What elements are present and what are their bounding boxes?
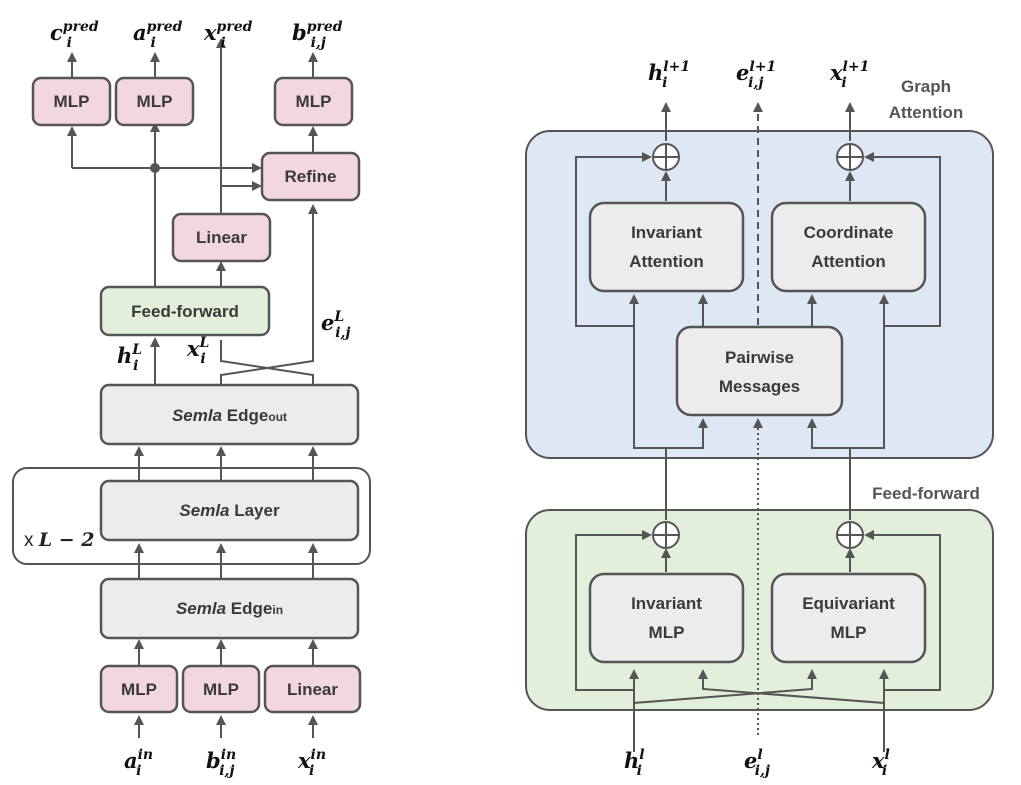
- mlp-a-in-label: MLP: [121, 680, 157, 699]
- repeat-label: x L − 2: [24, 529, 95, 551]
- semla-layer-label: Semla Layer: [179, 501, 280, 520]
- mlp-a-label: MLP: [137, 92, 173, 111]
- semla-edge-in-box: [99, 577, 360, 640]
- mlp-a-in-box: [99, 664, 179, 714]
- invariant-attention-box: [588, 201, 745, 293]
- equivariant-mlp-label-2: MLP: [831, 623, 867, 642]
- mlp-c-label: MLP: [54, 92, 90, 111]
- junction-dot: [150, 163, 160, 173]
- plus-node-ff-right: [836, 521, 864, 549]
- semla-edge-in-label: Semla Edgein: [176, 599, 283, 618]
- repeat-frame: [12, 467, 371, 565]
- mlp-b-label: MLP: [296, 92, 332, 111]
- semla-edge-out-box: [99, 383, 360, 446]
- linear-in-box: [263, 664, 362, 714]
- pairwise-messages-label-2: Messages: [719, 377, 800, 396]
- left-edges: [67, 38, 318, 738]
- left-diagram: x L − 2: [12, 19, 371, 779]
- invariant-attention-label: Invariant: [631, 223, 702, 242]
- invariant-mlp-label-2: MLP: [649, 623, 685, 642]
- feed-forward-label: Feed-forward: [131, 302, 239, 321]
- invariant-mlp-label: Invariant: [631, 594, 702, 613]
- graph-attention-title-2: Attention: [889, 103, 964, 122]
- semla-layer-box: [99, 479, 360, 542]
- coordinate-attention-label-2: Attention: [811, 252, 886, 271]
- feed-forward-title: Feed-forward: [872, 484, 980, 503]
- mlp-b-in-box: [181, 664, 261, 714]
- coordinate-attention-box: [770, 201, 927, 293]
- invariant-mlp-box: [588, 572, 745, 664]
- graph-attention-title: Graph: [901, 77, 951, 96]
- refine-box: [260, 151, 361, 202]
- right-edges: [575, 102, 941, 752]
- right-diagram: Graph Attention Feed-forward: [525, 59, 994, 779]
- feed-forward-box: [99, 285, 271, 337]
- plus-node-attn-right: [836, 143, 864, 171]
- plus-node-ff-left: [652, 521, 680, 549]
- mlp-a-box: [114, 76, 195, 127]
- refine-label: Refine: [285, 167, 337, 186]
- pairwise-messages-box: [675, 325, 844, 417]
- mlp-b-box: [273, 76, 354, 127]
- equivariant-mlp-label: Equivariant: [802, 594, 895, 613]
- semla-edge-out-label: Semla Edgeout: [172, 406, 287, 425]
- coordinate-attention-label: Coordinate: [804, 223, 894, 242]
- mlp-c-box: [31, 76, 112, 127]
- invariant-attention-label-2: Attention: [629, 252, 704, 271]
- linear-out-label: Linear: [196, 228, 247, 247]
- plus-node-attn-left: [652, 143, 680, 171]
- mlp-b-in-label: MLP: [203, 680, 239, 699]
- pairwise-messages-label: Pairwise: [725, 348, 794, 367]
- equivariant-mlp-box: [770, 572, 927, 664]
- linear-out-box: [171, 212, 272, 263]
- linear-in-label: Linear: [287, 680, 338, 699]
